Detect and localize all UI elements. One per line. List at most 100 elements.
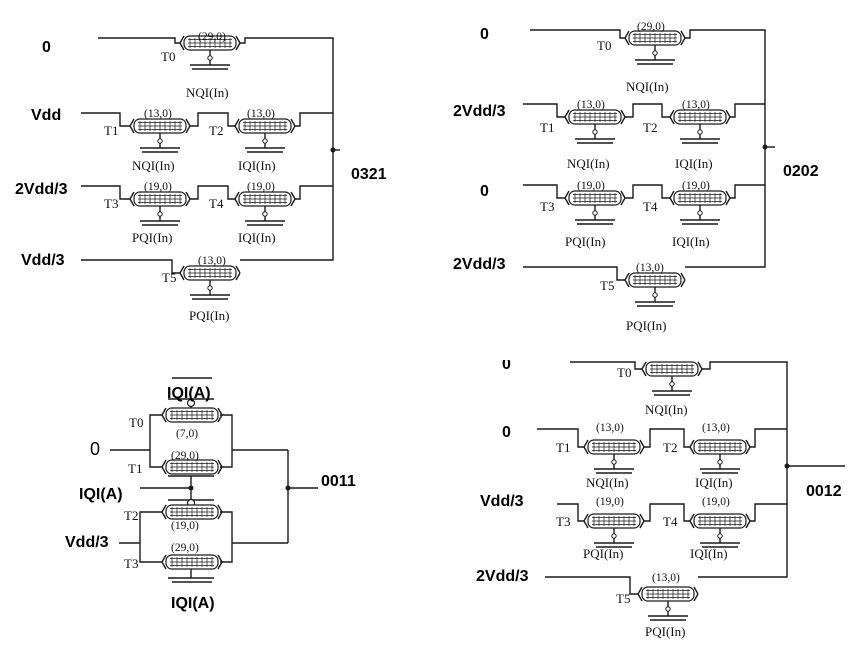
c4-input-3: 2Vdd/3 xyxy=(476,568,529,585)
c3-tube-t2 xyxy=(161,504,223,520)
c3-t3-name: T3 xyxy=(124,556,138,571)
c1-t1-chirality: (13,0) xyxy=(144,108,172,120)
c1-t2-chirality: (13,0) xyxy=(247,108,275,120)
c3-gate-mid-label: IQI(A) xyxy=(79,486,123,503)
c2-t4-chirality: (19,0) xyxy=(682,180,710,192)
c2-t3-chirality: (19,0) xyxy=(577,180,605,192)
c4-t4-name: T4 xyxy=(663,514,678,529)
c3-tube-t1 xyxy=(161,459,223,475)
c4-input-2: Vdd/3 xyxy=(480,493,524,510)
c3-t1-chirality: (29,0) xyxy=(171,450,199,462)
c2-tube-t0 xyxy=(624,30,686,65)
c2-t0-chirality: (29,0) xyxy=(637,21,665,33)
c1-t4-name: T4 xyxy=(209,196,224,211)
c3-tube-t0 xyxy=(161,407,223,423)
c1-t0-gate: NQI(In) xyxy=(186,85,229,100)
c3-gate-bottom-label: IQI(A) xyxy=(171,595,215,612)
c3-t2-chirality: (19,0) xyxy=(171,520,199,532)
c1-t0-chirality: (29,0) xyxy=(198,31,226,43)
c4-tube-t2 xyxy=(689,439,751,474)
c4-t2-gate: IQI(In) xyxy=(695,475,733,490)
c1-t5-name: T5 xyxy=(162,270,176,285)
c1-t2-gate: IQI(In) xyxy=(238,158,276,173)
circuit-4-0012: 0 0 Vdd/3 2Vdd/3 0012 T0 NQI(In) T1 (13,… xyxy=(476,356,845,639)
c2-input-3: 2Vdd/3 xyxy=(453,256,506,273)
c1-t3-chirality: (19,0) xyxy=(144,181,172,193)
c2-t5-gate: PQI(In) xyxy=(626,318,666,333)
c3-t1-name: T1 xyxy=(128,461,142,476)
c2-tube-t5 xyxy=(624,272,686,307)
c1-input-1: Vdd xyxy=(31,107,61,124)
c4-t1-gate: NQI(In) xyxy=(586,475,629,490)
c4-t1-name: T1 xyxy=(556,440,570,455)
c1-tube-t1 xyxy=(129,118,191,153)
c2-t5-chirality: (13,0) xyxy=(636,262,664,274)
c1-t1-name: T1 xyxy=(104,123,118,138)
c2-t2-gate: IQI(In) xyxy=(675,156,713,171)
c4-t0-name: T0 xyxy=(617,365,631,380)
c2-input-0: 0 xyxy=(480,26,489,43)
c1-input-3: Vdd/3 xyxy=(21,252,65,269)
c2-t0-name: T0 xyxy=(597,38,611,53)
c1-t4-chirality: (19,0) xyxy=(247,181,275,193)
c3-gate-top-label: IQI(A) xyxy=(167,385,211,402)
c2-t3-name: T3 xyxy=(540,199,554,214)
c4-t5-gate: PQI(In) xyxy=(645,624,685,639)
c4-input-0: 0 xyxy=(502,356,511,373)
c3-t2-name: T2 xyxy=(124,508,138,523)
c3-input-0: 0 xyxy=(90,439,100,459)
circuit-1-wires xyxy=(81,37,340,274)
c2-t2-chirality: (13,0) xyxy=(682,99,710,111)
c3-t0-name: T0 xyxy=(129,415,143,430)
circuit-2-wires xyxy=(523,29,775,281)
c4-t2-chirality: (13,0) xyxy=(702,422,730,434)
c1-t3-name: T3 xyxy=(104,196,118,211)
c1-output-label: 0321 xyxy=(351,166,387,183)
c2-tube-t3 xyxy=(564,190,626,225)
c2-t1-chirality: (13,0) xyxy=(577,99,605,111)
c4-tube-t4 xyxy=(689,513,751,548)
c1-t0-name: T0 xyxy=(161,49,175,64)
c2-tube-t1 xyxy=(564,109,626,144)
c1-t3-gate: PQI(In) xyxy=(132,230,172,245)
c4-t3-name: T3 xyxy=(556,514,570,529)
circuit-3-wires xyxy=(110,414,318,563)
c3-t0-chirality: (7,0) xyxy=(176,428,198,440)
c3-input-1: Vdd/3 xyxy=(65,534,109,551)
c1-tube-t4 xyxy=(234,191,296,226)
c1-input-2: 2Vdd/3 xyxy=(15,181,68,198)
c4-tube-t5 xyxy=(637,586,699,621)
c4-output-label: 0012 xyxy=(806,483,842,500)
c1-tube-t3 xyxy=(129,191,191,226)
c3-gate-bottom xyxy=(168,568,214,583)
c4-t0-gate: NQI(In) xyxy=(645,402,688,417)
c1-tube-t0 xyxy=(179,35,241,70)
c1-tube-t2 xyxy=(234,118,296,153)
c2-t1-gate: NQI(In) xyxy=(567,156,610,171)
circuit-4-wires xyxy=(537,361,845,595)
c2-t0-gate: NQI(In) xyxy=(626,79,669,94)
c4-t3-chirality: (19,0) xyxy=(596,496,624,508)
c4-input-1: 0 xyxy=(502,424,511,441)
c2-t4-name: T4 xyxy=(643,199,658,214)
c2-t1-name: T1 xyxy=(540,120,554,135)
c4-t4-gate: IQI(In) xyxy=(690,546,728,561)
c4-t1-chirality: (13,0) xyxy=(596,422,624,434)
c4-t4-chirality: (19,0) xyxy=(702,496,730,508)
c1-tube-t5 xyxy=(179,265,241,300)
circuit-3-0011: IQI(A) IQI(A) IQI(A) 0 Vdd/3 0011 T0 (7,… xyxy=(65,377,356,612)
c1-t2-name: T2 xyxy=(209,123,223,138)
c1-t4-gate: IQI(In) xyxy=(238,230,276,245)
c3-gate-top xyxy=(168,377,214,409)
c1-t5-gate: PQI(In) xyxy=(189,308,229,323)
c2-tube-t2 xyxy=(669,109,731,144)
c3-t3-chirality: (29,0) xyxy=(171,542,199,554)
c4-t3-gate: PQI(In) xyxy=(583,546,623,561)
c1-t5-chirality: (13,0) xyxy=(198,255,226,267)
c2-t2-name: T2 xyxy=(643,120,657,135)
circuit-1-0321: 0 Vdd 2Vdd/3 Vdd/3 0321 T0 (29,0) NQI(In… xyxy=(15,31,387,323)
c1-t1-gate: NQI(In) xyxy=(132,158,175,173)
c2-input-1: 2Vdd/3 xyxy=(453,103,506,120)
c4-t5-chirality: (13,0) xyxy=(652,572,680,584)
